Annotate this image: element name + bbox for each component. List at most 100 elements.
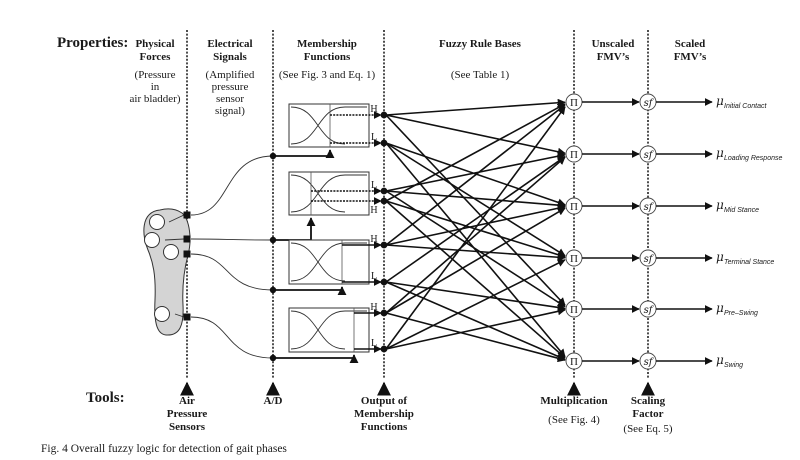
- tool-note: (See Eq. 5): [623, 423, 673, 435]
- mf-output-label-h: H: [370, 104, 377, 115]
- rule-link: [385, 244, 566, 262]
- output-phase-label: Pre–Swing: [724, 310, 758, 317]
- tool-title: Factor: [632, 408, 663, 420]
- tool-title: Pressure: [167, 408, 208, 420]
- figure-caption: Fig. 4 Overall fuzzy logic for detection…: [41, 443, 287, 455]
- rule-link: [385, 142, 566, 257]
- header-col-2-note: (Amplified: [206, 69, 255, 81]
- mf-output-label-l: L: [371, 180, 377, 191]
- membership-function-1: HL: [273, 103, 388, 159]
- pad-lead-4: [174, 313, 185, 318]
- mf-frame: [288, 103, 370, 148]
- tool-title: Membership: [354, 408, 414, 420]
- scaling-symbol: sf: [644, 357, 655, 368]
- tool-2: A/D: [264, 381, 283, 407]
- rule-link: [385, 200, 566, 359]
- header-col-2-title: Electrical: [207, 38, 252, 50]
- sensor-terminal-1: [183, 211, 191, 219]
- sensor-pad-1: [149, 214, 165, 230]
- rule-link: [385, 281, 566, 312]
- rule-link: [385, 142, 566, 207]
- tool-title: Multiplication: [540, 395, 607, 407]
- output-phase-label: Mid Stance: [724, 207, 759, 214]
- tool-4: Multiplication (See Fig. 4): [540, 381, 608, 426]
- mf-input-arrow: [273, 354, 359, 364]
- mf-input-arrow: [273, 217, 316, 241]
- scaling-symbol: sf: [644, 202, 655, 213]
- sensor-pad-2: [144, 232, 160, 248]
- header-col-1-title: Forces: [140, 51, 172, 63]
- rule-link: [385, 307, 566, 350]
- header-col-1-note: (Pressure: [135, 69, 176, 81]
- mf-output-node: [380, 197, 388, 205]
- sensor-terminal-3: [183, 250, 191, 258]
- tool-title: Output of: [361, 395, 407, 407]
- rule-link: [385, 114, 566, 306]
- header-col-6-title: FMV’s: [674, 51, 707, 63]
- sensor-terminal-4: [183, 313, 191, 321]
- rule-link: [385, 152, 566, 192]
- output-mu-symbol: μ: [716, 198, 724, 212]
- header-col-2-title: Signals: [213, 51, 247, 63]
- signal-wire-3: [190, 253, 274, 291]
- tool-title: Air: [179, 395, 195, 407]
- foot-sensor-diagram: [143, 208, 191, 336]
- mf-output-label-h: H: [370, 302, 377, 313]
- header-col-2-note: sensor: [216, 93, 244, 105]
- mf-output-node: [380, 111, 388, 119]
- tool-note: (See Fig. 4): [548, 414, 600, 426]
- product-symbol: Π: [570, 149, 578, 161]
- header-col-4-title: Fuzzy Rule Bases: [439, 38, 522, 50]
- signal-wire-1: [190, 155, 274, 216]
- mf-output-node: [380, 241, 388, 249]
- header-col-1-title: Physical: [135, 38, 174, 50]
- mf-frame: [288, 307, 370, 353]
- header-col-1-note: air bladder): [130, 93, 181, 105]
- header-col-1-note: in: [151, 81, 160, 93]
- mf-rising-curve: [290, 310, 346, 350]
- tools-label: Tools:: [86, 390, 125, 406]
- tool-title: A/D: [264, 395, 283, 407]
- mf-rising-curve: [290, 106, 346, 145]
- header-col-3-title: Membership: [297, 38, 357, 50]
- properties-label: Properties:: [57, 35, 128, 51]
- tool-title: Functions: [361, 421, 408, 433]
- mf-output-node: [380, 139, 388, 147]
- output-mu-symbol: μ: [716, 94, 724, 108]
- mf-output-node: [380, 309, 388, 317]
- output-mu-symbol: μ: [716, 353, 724, 367]
- output-phase-label: Initial Contact: [724, 103, 767, 110]
- rule-link: [385, 204, 566, 246]
- output-phase-label: Terminal Stance: [724, 259, 774, 266]
- mf-rising-curve: [290, 174, 346, 213]
- rule-link: [385, 259, 566, 350]
- product-symbol: Π: [570, 253, 578, 265]
- output-mu-symbol: μ: [716, 301, 724, 315]
- signal-wire-4: [190, 316, 274, 359]
- header-col-2-note: signal): [215, 105, 245, 117]
- sensor-pad-4: [154, 306, 170, 322]
- rule-link: [385, 312, 566, 363]
- header-col-5-title: FMV’s: [597, 51, 630, 63]
- product-symbol: Π: [570, 97, 578, 109]
- rule-link: [385, 281, 566, 361]
- sensor-wires: [164, 152, 277, 362]
- header-col-4-note: (See Table 1): [451, 69, 510, 81]
- mf-rising-curve: [290, 242, 346, 282]
- rule-link: [385, 114, 566, 156]
- fuzzy-rule-connections: [385, 98, 566, 363]
- mf-frame: [288, 239, 370, 285]
- header-col-3-title: Functions: [304, 51, 351, 63]
- sensor-pad-3: [163, 244, 179, 260]
- scaling-symbol: sf: [644, 98, 655, 109]
